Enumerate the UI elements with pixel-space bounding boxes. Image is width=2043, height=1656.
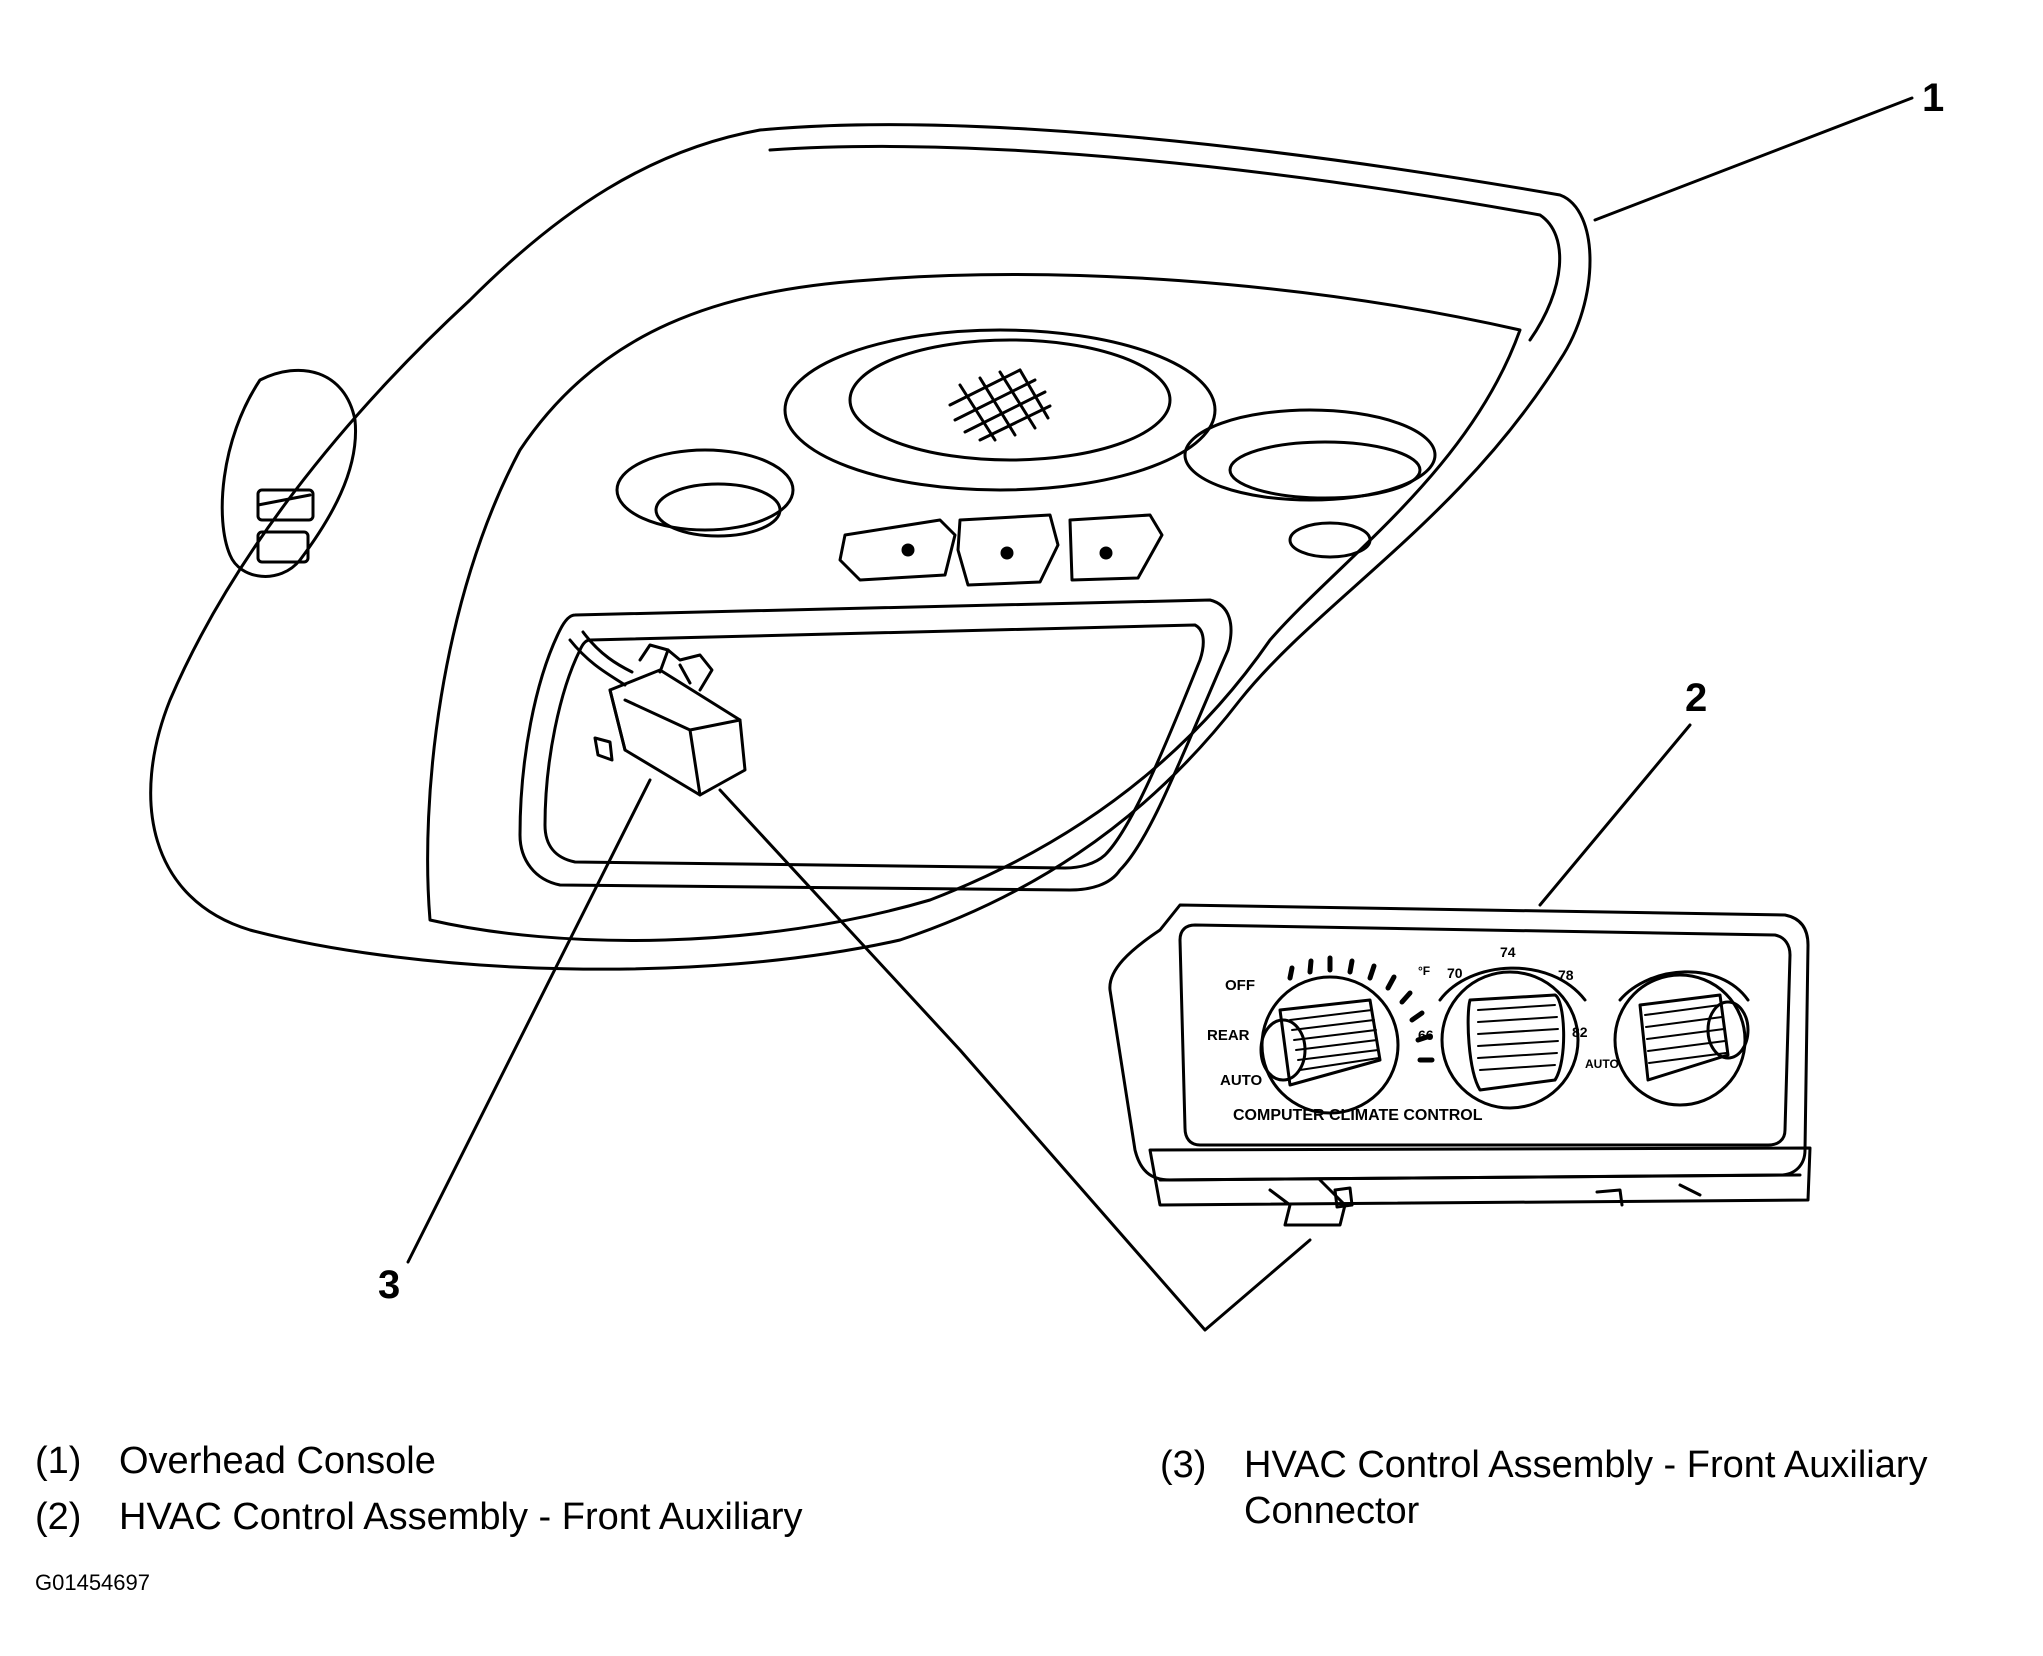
switch-1 bbox=[838, 518, 957, 582]
callout-2: 2 bbox=[1685, 676, 1708, 720]
temp-78-label: 78 bbox=[1558, 967, 1574, 983]
callout-3: 3 bbox=[378, 1263, 401, 1307]
mode-auto-label: AUTO bbox=[1220, 1072, 1263, 1089]
legend-text: HVAC Control Assembly - Front Auxiliary … bbox=[1244, 1444, 1928, 1532]
side-clip bbox=[220, 368, 358, 578]
leader-connector bbox=[718, 788, 1312, 1332]
wire-harness bbox=[568, 638, 627, 687]
leader-1 bbox=[1593, 96, 1914, 222]
legend-num: (3) bbox=[1160, 1444, 1207, 1486]
clip-slot-ridge bbox=[256, 493, 312, 507]
figure-id: G01454697 bbox=[35, 1570, 150, 1595]
legend-item-1: (1) Overhead Console bbox=[35, 1438, 803, 1484]
speaker-housing bbox=[783, 328, 1217, 492]
right-light-lens bbox=[1183, 408, 1437, 502]
left-light-inner bbox=[654, 482, 782, 538]
legend-item-2: (2) HVAC Control Assembly - Front Auxilia… bbox=[35, 1494, 803, 1540]
temp-82-label: 82 bbox=[1572, 1024, 1588, 1040]
small-lens bbox=[1288, 521, 1372, 559]
legend-num: (1) bbox=[35, 1440, 82, 1482]
legend-item-3: (3) HVAC Control Assembly - Front Auxili… bbox=[1160, 1442, 2020, 1542]
mode-off-label: OFF bbox=[1225, 977, 1255, 994]
leader-3 bbox=[406, 778, 652, 1264]
speaker-inner bbox=[848, 338, 1172, 462]
clip-slot-lower bbox=[256, 530, 310, 564]
console-face bbox=[426, 272, 1522, 942]
temp-66-label: 66 bbox=[1418, 1027, 1434, 1043]
switch-3 bbox=[1068, 513, 1164, 582]
leader-2 bbox=[1538, 723, 1692, 907]
console-cavity-inner bbox=[543, 623, 1205, 870]
console-inner-rim bbox=[768, 145, 1562, 342]
temp-74-label: 74 bbox=[1500, 944, 1516, 960]
connector-3 bbox=[593, 643, 747, 797]
legend-left: (1) Overhead Console (2) HVAC Control Asse… bbox=[35, 1438, 803, 1540]
mode-rear-label: REAR bbox=[1207, 1027, 1250, 1044]
right-light-inner bbox=[1228, 440, 1422, 500]
console-body bbox=[149, 123, 1592, 971]
left-light-lens bbox=[615, 448, 795, 532]
callout-1: 1 bbox=[1922, 76, 1945, 120]
temp-unit-label: °F bbox=[1418, 964, 1430, 978]
panel-auto-label: AUTO bbox=[1585, 1057, 1619, 1071]
switch-2 bbox=[956, 513, 1060, 587]
hvac-control-assembly bbox=[1108, 903, 1812, 1227]
panel-title: COMPUTER CLIMATE CONTROL bbox=[1233, 1107, 1483, 1124]
legend-num: (2) bbox=[35, 1496, 82, 1538]
temp-70-label: 70 bbox=[1447, 965, 1463, 981]
legend-text: HVAC Control Assembly - Front Auxiliary bbox=[119, 1496, 803, 1538]
legend-text: Overhead Console bbox=[119, 1440, 436, 1482]
speaker-grille bbox=[948, 368, 1052, 442]
console-cavity bbox=[518, 598, 1233, 892]
